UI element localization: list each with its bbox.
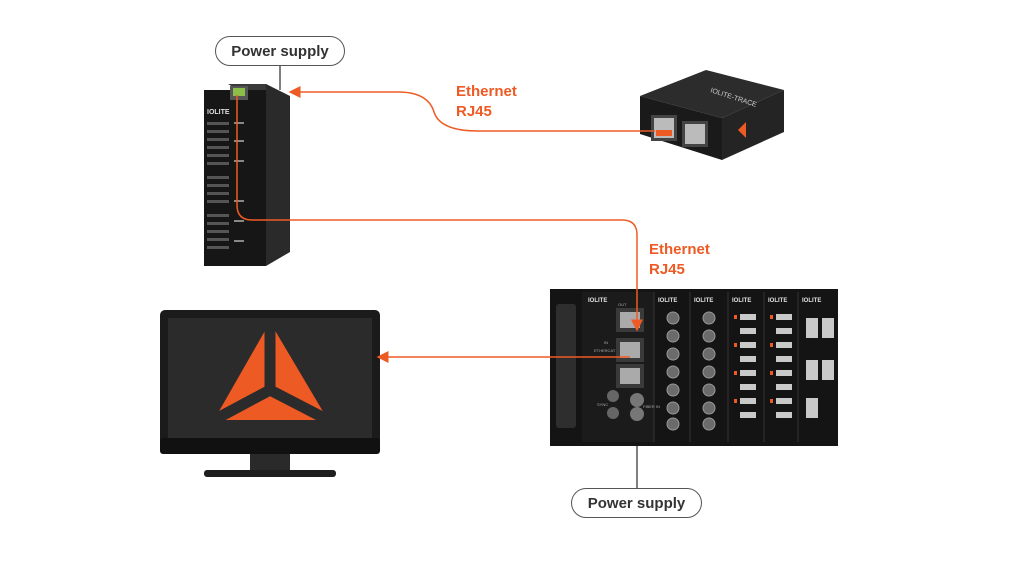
rack-module-label-1: IOLITE [588,298,607,304]
ethernet-text-top: Ethernet [456,83,517,100]
rj45-text-mid: RJ45 [649,261,685,278]
rack-port-sync: SYNC [597,402,608,407]
power-supply-label-bottom: Power supply [571,488,702,518]
rack-module-label-5: IOLITE [768,298,787,304]
ethernet-cable-module-to-rack [236,95,643,332]
power-supply-label-top: Power supply [215,36,345,66]
monitor [160,310,380,477]
iolite-din-module: IOLITE [204,84,290,266]
rack-port-fiber-in: FIBER IN [643,404,660,409]
iolite-trace-switch: IOLITE-TRACE [640,70,784,160]
dewesoft-triangle-icon [211,322,331,425]
rack-module-label-3: IOLITE [694,298,713,304]
din-brand-text: IOLITE [207,109,230,116]
rack-module-label-4: IOLITE [732,298,751,304]
ethernet-text-mid: Ethernet [649,241,710,258]
rack-port-out: OUT [618,302,627,307]
ethernet-label-top: Ethernet RJ45 [456,82,517,122]
iolite-rack-chassis: IOLITE IOLITE IOLITE IOLITE IOLITE IOLIT… [550,289,838,446]
ethernet-cable-switch-to-module [288,86,655,132]
rack-port-in: IN [604,340,608,345]
rack-module-label-2: IOLITE [658,298,677,304]
ethernet-label-mid: Ethernet RJ45 [649,240,710,280]
rack-port-ethercat: ETHERCAT [594,348,616,353]
rack-module-label-6: IOLITE [802,298,821,304]
rj45-text-top: RJ45 [456,103,492,120]
